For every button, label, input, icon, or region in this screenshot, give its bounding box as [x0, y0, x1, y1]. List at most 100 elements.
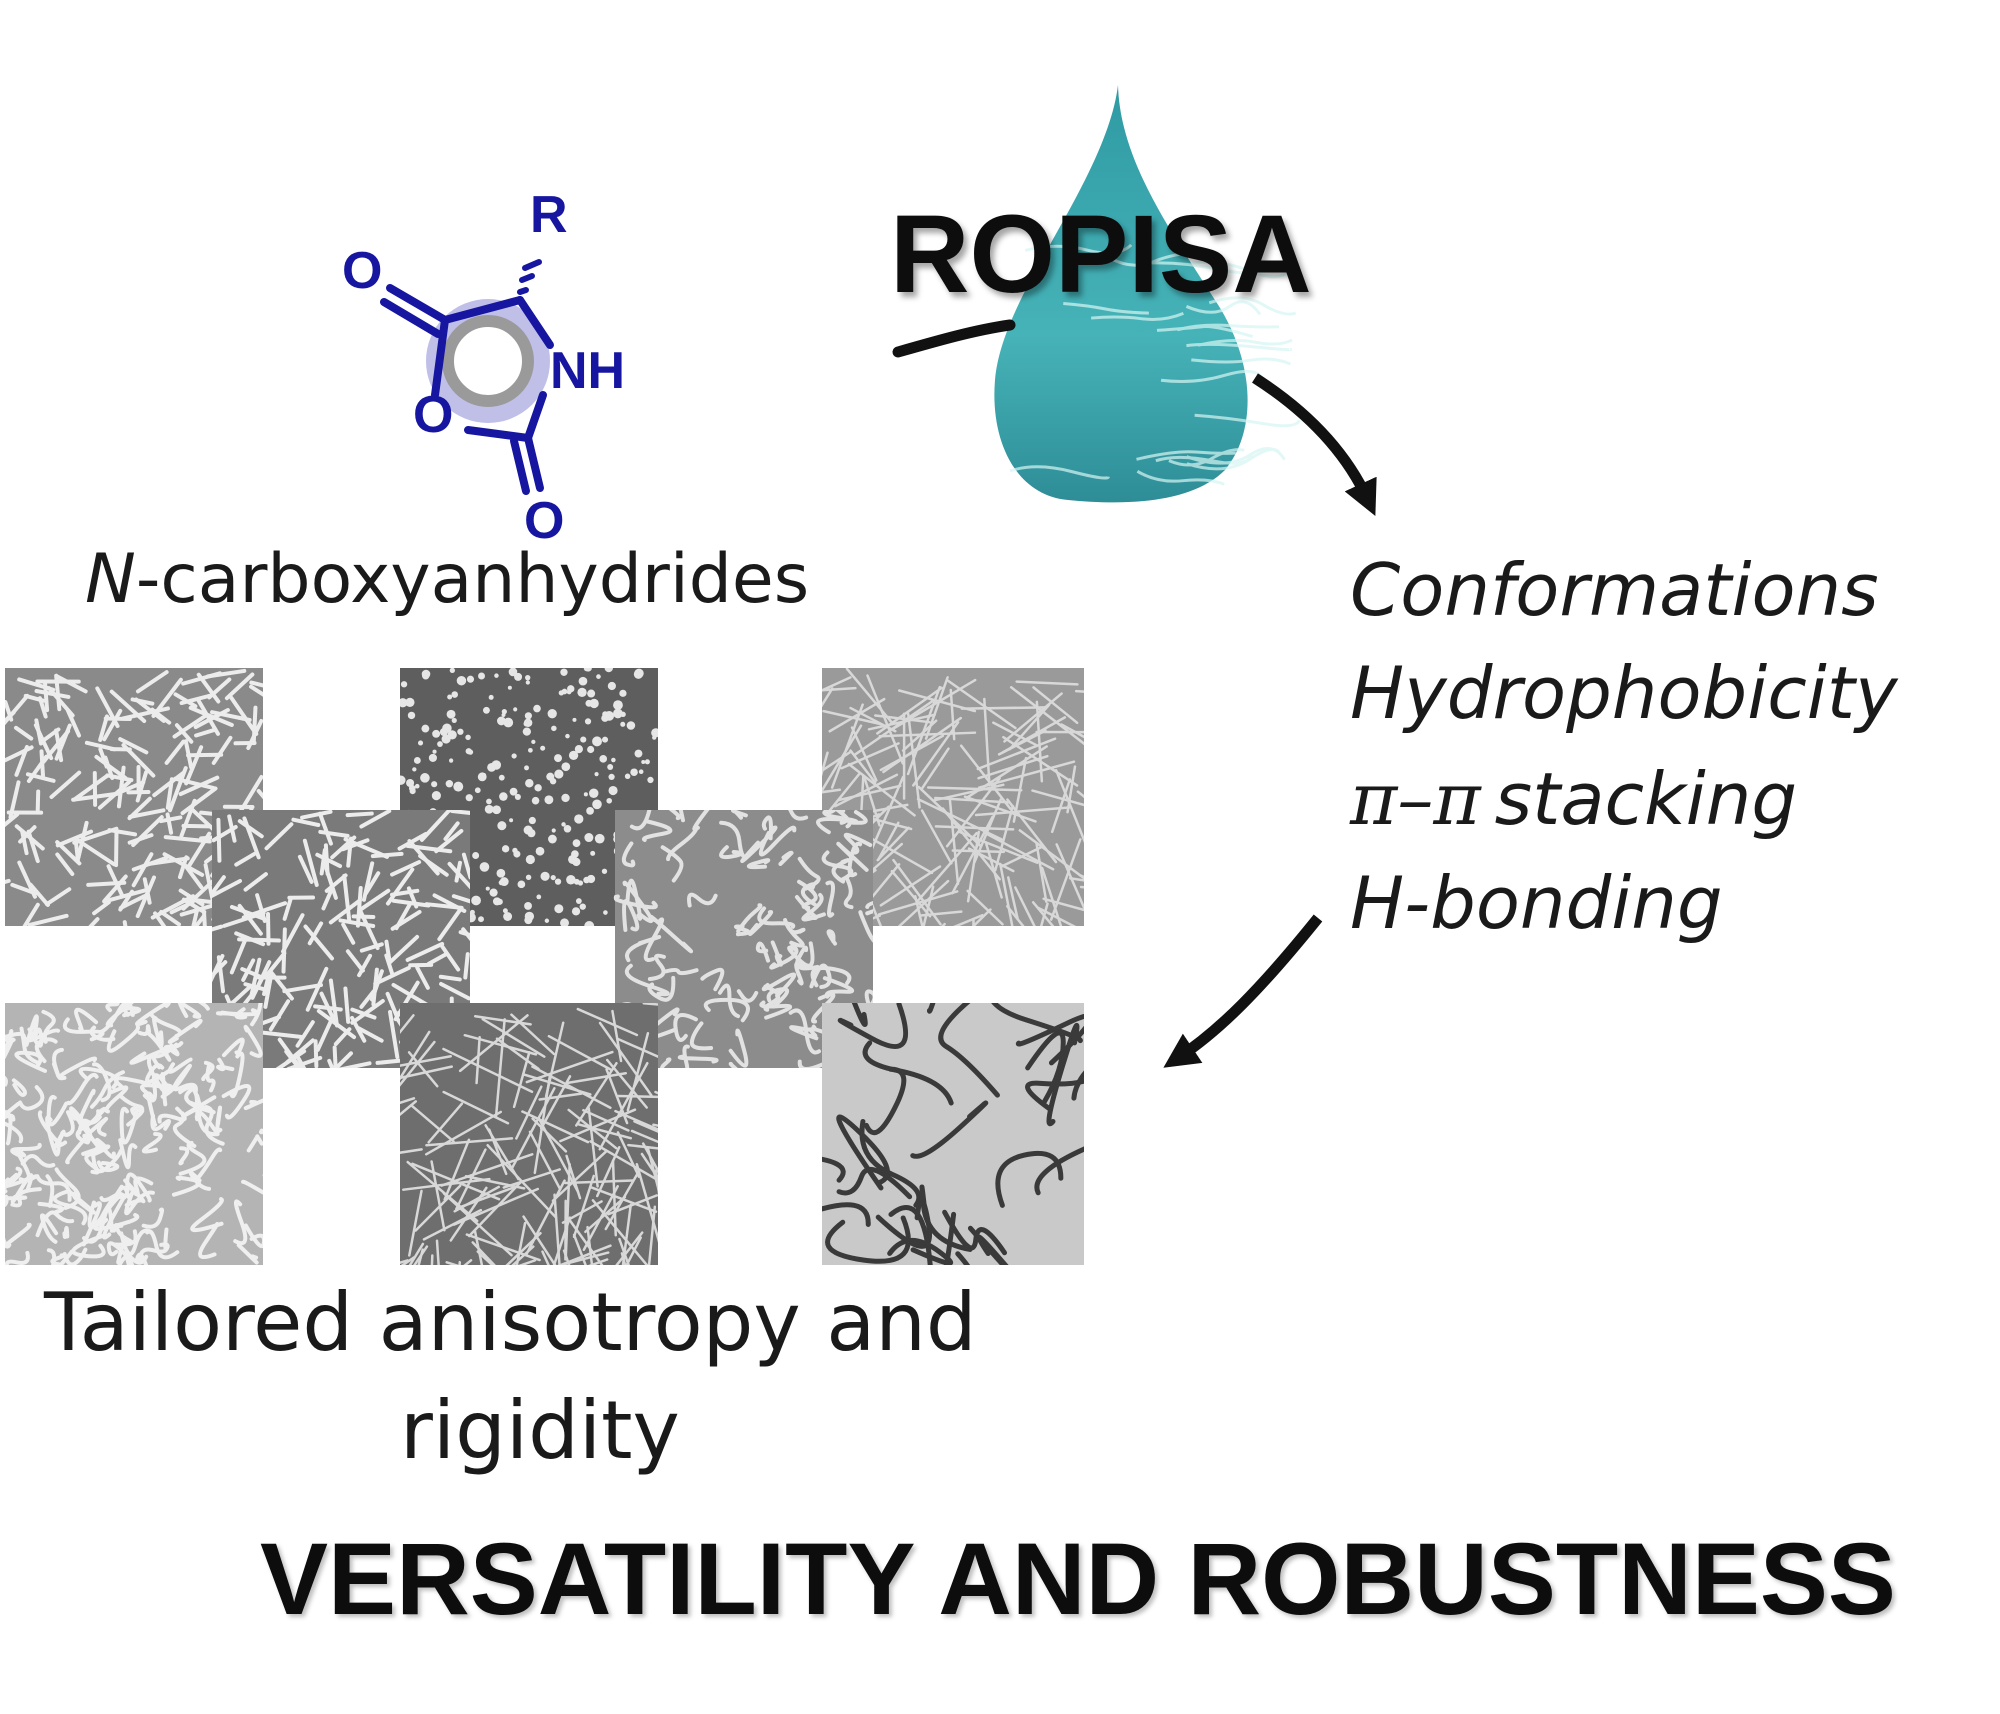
fibre	[389, 888, 420, 897]
fibre	[268, 969, 294, 1001]
worm	[123, 1178, 146, 1208]
particle	[554, 769, 564, 779]
particle	[626, 721, 636, 730]
fibre	[319, 991, 336, 1022]
particle	[554, 878, 562, 885]
fibre	[94, 754, 128, 781]
micrograph-texture	[822, 1003, 1084, 1265]
fibre	[525, 1050, 614, 1084]
worm	[81, 1201, 102, 1247]
particle	[447, 694, 453, 700]
fibre	[26, 829, 40, 864]
caustic-line	[1191, 357, 1291, 366]
fibre	[849, 749, 877, 784]
worm	[815, 817, 848, 835]
particle	[465, 794, 473, 802]
worm	[5, 1250, 30, 1265]
particle	[453, 781, 464, 792]
worm	[758, 825, 797, 857]
fibre	[604, 1172, 639, 1231]
worm	[647, 975, 676, 1002]
worm	[687, 892, 718, 908]
fibre	[512, 1051, 531, 1109]
headline: VERSATILITY AND ROBUSTNESS	[260, 1522, 1896, 1636]
fibre	[165, 812, 174, 835]
fibre	[890, 869, 932, 918]
fibre	[973, 798, 1002, 864]
caption-line-1: Tailored anisotropy and	[43, 1276, 977, 1369]
fibre	[98, 747, 109, 769]
fibre	[282, 983, 323, 994]
worm	[822, 1156, 846, 1183]
fibre	[901, 719, 938, 752]
fibre	[920, 747, 950, 791]
worm	[72, 1112, 100, 1149]
fibre	[509, 1087, 556, 1171]
fibre	[189, 807, 218, 834]
fibre	[216, 955, 226, 994]
worm	[177, 1003, 202, 1019]
fibre	[587, 1106, 599, 1188]
fibre	[128, 808, 166, 819]
particle	[604, 668, 613, 673]
particle	[594, 833, 605, 844]
fibre	[229, 695, 259, 736]
worm	[766, 987, 790, 1009]
particle	[523, 825, 533, 835]
worm	[250, 1003, 263, 1027]
molecule-name-suffix: -carboxyanhydrides	[136, 540, 809, 619]
particle	[417, 740, 424, 746]
fibre	[291, 817, 321, 827]
fibre	[127, 833, 154, 845]
worm	[137, 1024, 152, 1037]
particle	[441, 734, 451, 744]
fibre	[224, 672, 255, 701]
fibre	[206, 668, 247, 679]
particle	[531, 739, 536, 744]
fibre	[877, 890, 959, 916]
worm	[822, 810, 837, 815]
particle	[524, 712, 532, 720]
fibre	[442, 1090, 510, 1125]
fibre	[92, 900, 111, 916]
worm	[728, 1061, 738, 1068]
worm	[778, 850, 794, 866]
fibre	[357, 953, 373, 978]
particle	[528, 747, 533, 753]
worm	[163, 1003, 171, 1005]
fibre	[427, 1102, 464, 1144]
particle	[509, 787, 518, 796]
fibre	[358, 888, 391, 912]
ropisa-title: ROPISA	[890, 193, 1312, 316]
worm	[629, 810, 652, 831]
worm	[622, 899, 640, 932]
particle	[634, 749, 643, 758]
particle	[547, 709, 557, 719]
fibre	[340, 838, 370, 852]
fibre	[983, 831, 1055, 871]
fibre	[533, 1076, 551, 1175]
arrow-to-factors	[1252, 373, 1377, 516]
fibre	[321, 887, 334, 911]
worm	[748, 909, 774, 936]
fibre	[1036, 906, 1077, 926]
fibre	[400, 1148, 423, 1154]
particle	[550, 874, 556, 881]
fibre	[426, 951, 449, 966]
worm	[862, 1040, 954, 1106]
drop-shape	[994, 85, 1248, 503]
fibre	[415, 965, 430, 990]
particle	[478, 916, 484, 923]
fibre	[941, 807, 1001, 881]
fibre	[541, 1250, 550, 1265]
fibre	[55, 852, 75, 876]
fibre	[1078, 874, 1084, 879]
particle	[540, 871, 550, 881]
worm	[865, 900, 873, 916]
fibre	[384, 939, 392, 963]
fibre	[255, 893, 267, 923]
fibre	[193, 708, 230, 730]
fibre	[1032, 686, 1079, 725]
particle	[572, 857, 581, 867]
worm	[864, 989, 873, 1010]
